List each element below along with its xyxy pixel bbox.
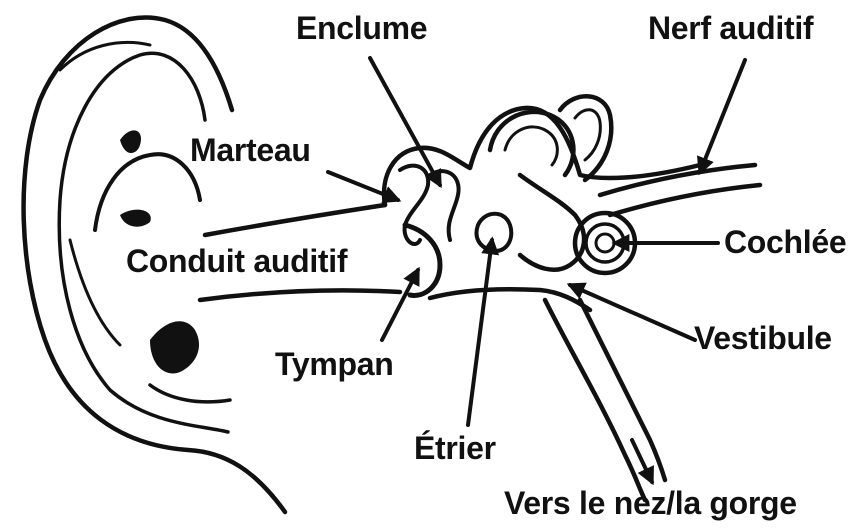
semicircular-canal-1 xyxy=(487,109,576,178)
semicircular-canal-1-inner xyxy=(503,125,559,167)
eustachian-tube-right xyxy=(577,297,668,483)
semicircular-canal-2-inner xyxy=(573,108,602,162)
middle-ear-wall xyxy=(381,105,703,208)
hammer-shape xyxy=(398,163,431,246)
arrow-tympan xyxy=(380,266,420,342)
middle-ear-floor xyxy=(427,287,593,313)
helix-fold xyxy=(58,40,152,72)
antihelix xyxy=(93,152,202,232)
label-vestibule: Vestibule xyxy=(694,320,832,356)
label-tympan: Tympan xyxy=(275,346,394,382)
ear-canal-bottom xyxy=(197,288,403,303)
label-nerf-auditif: Nerf auditif xyxy=(648,10,814,46)
arrow-vestibule xyxy=(566,282,697,342)
label-cochlee: Cochlée xyxy=(724,224,847,260)
arrow-enclume xyxy=(368,56,442,189)
stapes-shape xyxy=(474,211,514,253)
arrow-vers-le-nez xyxy=(630,438,654,486)
anvil-shape xyxy=(428,169,461,242)
antihelix-branch xyxy=(68,238,122,347)
label-marteau: Marteau xyxy=(190,132,311,168)
vestibule-body xyxy=(517,172,587,272)
pinna-inner-rim xyxy=(57,51,230,434)
antitragus-dark xyxy=(120,209,151,227)
cochlea-inner xyxy=(594,232,616,254)
label-enclume: Enclume xyxy=(296,10,428,46)
arrow-etrier xyxy=(466,236,500,427)
tympanum-shape xyxy=(402,222,443,298)
label-conduit-auditif: Conduit auditif xyxy=(126,243,348,279)
concha-dark xyxy=(150,321,200,374)
label-vers-le-nez: Vers le nez/la gorge xyxy=(504,485,797,521)
pinna-outer xyxy=(21,15,288,515)
label-etrier: Étrier xyxy=(414,430,496,466)
semicircular-canal-2 xyxy=(557,94,614,183)
tragus-dark xyxy=(120,130,141,154)
arrow-marteau xyxy=(326,170,402,204)
auditory-nerve-top xyxy=(597,162,758,198)
lobe-curve xyxy=(148,383,232,404)
ear-canal-top xyxy=(202,202,388,238)
auditory-nerve-bottom xyxy=(607,182,763,218)
arrow-nerf-auditif xyxy=(697,58,747,176)
